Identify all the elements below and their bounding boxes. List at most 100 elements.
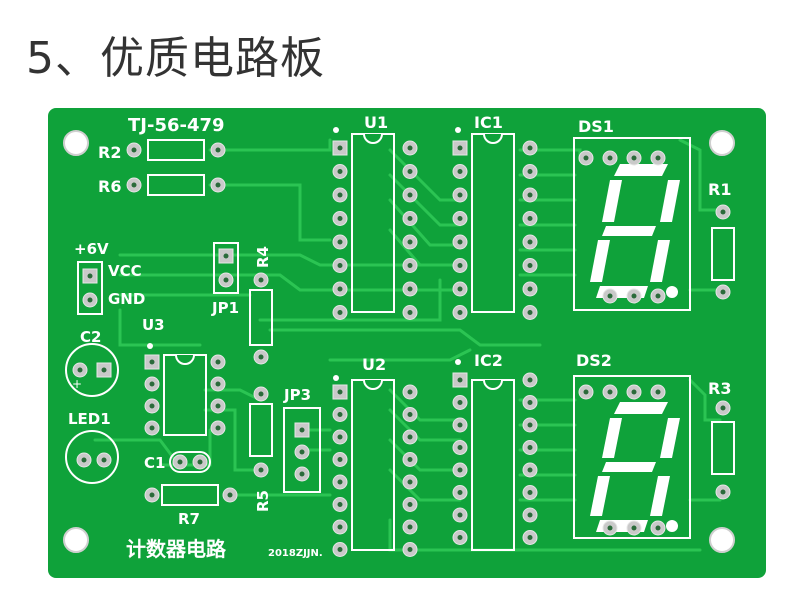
svg-text:+: +: [72, 377, 82, 391]
pad-hole: [337, 145, 343, 151]
pad-hole: [299, 427, 305, 433]
pad-hole: [77, 367, 83, 373]
r2-label: R2: [98, 143, 121, 162]
pad-hole: [720, 209, 726, 215]
pad-hole: [223, 253, 229, 259]
pad-hole: [197, 459, 203, 465]
r3-label: R3: [708, 379, 731, 398]
pad-hole: [527, 400, 533, 405]
pad-hole: [258, 277, 264, 283]
pad-hole: [337, 216, 343, 221]
pad-hole: [527, 512, 533, 518]
r6-label: R6: [98, 177, 121, 196]
pad-hole: [215, 147, 221, 153]
pcb-substrate: [48, 108, 766, 578]
pad-hole: [337, 286, 343, 292]
pad-hole: [337, 192, 343, 198]
u2-label: U2: [362, 355, 386, 374]
pad-hole: [655, 155, 661, 161]
jp1-label: JP1: [211, 299, 239, 317]
pad-hole: [457, 400, 463, 405]
pad-hole: [215, 403, 221, 409]
pad-hole: [720, 405, 726, 411]
pad-hole: [655, 293, 661, 299]
pad-hole: [337, 479, 343, 485]
pad-hole: [457, 310, 463, 315]
copper-traces: [93, 138, 722, 552]
chip-notches: [175, 133, 503, 390]
pad-hole: [131, 147, 137, 153]
pad-hole: [527, 445, 533, 450]
pad-hole: [87, 297, 93, 303]
pad-hole: [337, 457, 343, 462]
solder-pads: [72, 140, 731, 557]
pad-hole: [149, 425, 155, 431]
polarity-marks: +: [72, 127, 461, 391]
pad-hole: [407, 479, 413, 485]
pad-hole: [337, 547, 343, 552]
pad-hole: [299, 449, 305, 455]
u1-label: U1: [364, 113, 388, 132]
pad-hole: [457, 490, 463, 495]
pad-hole: [407, 547, 413, 552]
pad-hole: [337, 434, 343, 440]
pad-hole: [407, 286, 413, 292]
pad-hole: [177, 459, 183, 465]
pad-hole: [407, 216, 413, 221]
silkscreen-labels: TJ-56-479 R2 R6 U1 IC1 DS1 R1 +6V VCC GN…: [68, 113, 731, 561]
pad-hole: [607, 525, 613, 531]
pad-hole: [527, 145, 533, 151]
pad-hole: [457, 239, 463, 245]
pad-hole: [631, 293, 637, 299]
pad-hole: [457, 512, 463, 518]
pad-hole: [258, 467, 264, 473]
pad-hole: [299, 471, 305, 477]
pad-hole: [607, 155, 613, 161]
pad-hole: [607, 389, 613, 395]
pad-hole: [527, 377, 533, 383]
pad-hole: [655, 389, 661, 395]
pad-hole: [527, 286, 533, 292]
pad-hole: [457, 263, 463, 268]
pad-hole: [407, 192, 413, 198]
ic1-label: IC1: [474, 113, 503, 132]
pad-hole: [407, 524, 413, 530]
pad-hole: [337, 502, 343, 507]
pad-hole: [87, 273, 93, 279]
page-heading: 5、优质电路板: [26, 33, 325, 84]
pad-hole: [149, 492, 155, 498]
pad-hole: [527, 169, 533, 174]
pad-hole: [258, 391, 264, 397]
board-title-label: 计数器电路: [126, 537, 227, 561]
pad-hole: [631, 525, 637, 531]
plus6v-label: +6V: [74, 240, 109, 258]
pad-hole: [215, 381, 221, 387]
pad-hole: [527, 535, 533, 540]
pad-hole: [583, 389, 589, 395]
pad-hole: [131, 182, 137, 188]
gnd-label: GND: [108, 290, 145, 308]
pad-hole: [720, 289, 726, 295]
r7-label: R7: [178, 510, 200, 528]
pad-hole: [407, 502, 413, 507]
mounting-holes: [63, 130, 735, 553]
jp3-label: JP3: [283, 386, 311, 404]
pad-hole: [337, 263, 343, 268]
pad-hole: [655, 525, 661, 531]
vcc-label: VCC: [108, 262, 142, 280]
ds2-label: DS2: [576, 351, 612, 370]
pad-hole: [457, 192, 463, 198]
pad-hole: [337, 389, 343, 395]
pad-hole: [631, 155, 637, 161]
pad-hole: [607, 293, 613, 299]
pad-hole: [457, 169, 463, 174]
pad-hole: [407, 263, 413, 268]
pad-hole: [407, 434, 413, 440]
pad-hole: [720, 489, 726, 495]
led1-label: LED1: [68, 410, 111, 428]
pad-hole: [527, 263, 533, 268]
pad-hole: [227, 492, 233, 498]
pad-hole: [337, 524, 343, 530]
pad-hole: [101, 367, 107, 373]
pad-hole: [215, 425, 221, 431]
